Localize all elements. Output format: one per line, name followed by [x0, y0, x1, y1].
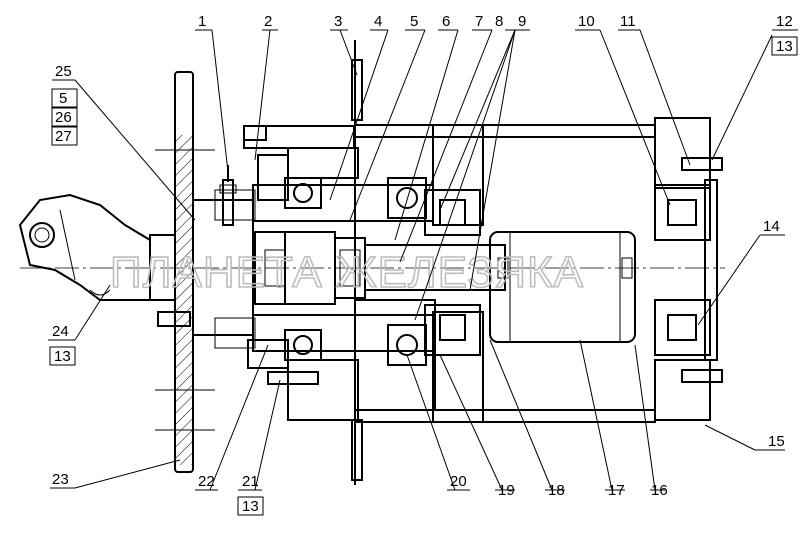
elbow-connector [18, 193, 176, 301]
bearing-left [284, 177, 322, 361]
label-4: 4 [374, 13, 382, 30]
label-23: 23 [52, 471, 69, 488]
rotor [489, 231, 636, 343]
right-bolt-bottom [681, 369, 723, 383]
label-24: 24 [52, 323, 69, 340]
label-6: 6 [442, 13, 450, 30]
label-8: 8 [495, 13, 503, 30]
upper-flange [243, 125, 359, 201]
label-1: 1 [198, 13, 206, 30]
lower-flange [247, 339, 359, 421]
right-bolt-top [681, 157, 723, 171]
label-25: 25 [55, 63, 72, 80]
label-13-left: 13 [54, 348, 71, 365]
label-18: 18 [548, 482, 565, 499]
bottom-bolt [157, 311, 191, 327]
label-13-top: 13 [776, 38, 793, 55]
label-3: 3 [334, 13, 342, 30]
bearing-right [654, 184, 711, 356]
bearing-drum-left [424, 189, 481, 356]
label-2: 2 [264, 13, 272, 30]
label-21: 21 [242, 473, 259, 490]
label-16: 16 [651, 482, 668, 499]
label-27: 27 [55, 128, 72, 145]
label-5: 5 [410, 13, 418, 30]
label-20: 20 [450, 473, 467, 490]
label-13-bottom: 13 [242, 498, 259, 515]
label-7: 7 [475, 13, 483, 30]
label-17: 17 [608, 482, 625, 499]
label-19: 19 [498, 482, 515, 499]
grease-fitting [219, 165, 237, 226]
label-boxes [49, 36, 798, 516]
label-5-box: 5 [59, 90, 67, 107]
label-14: 14 [763, 218, 780, 235]
label-15: 15 [768, 433, 785, 450]
label-26: 26 [55, 109, 72, 126]
label-10: 10 [578, 13, 595, 30]
label-11: 11 [620, 13, 636, 30]
label-12: 12 [776, 13, 793, 30]
label-22: 22 [198, 473, 215, 490]
label-9: 9 [518, 13, 526, 30]
mount-plate-lower [351, 419, 363, 481]
watermark-text: ПЛАНЕТА ЖЕЛЕЗЯКА [110, 248, 584, 297]
right-cover [654, 117, 718, 421]
leader-lines [48, 29, 798, 491]
shaft [364, 244, 506, 291]
